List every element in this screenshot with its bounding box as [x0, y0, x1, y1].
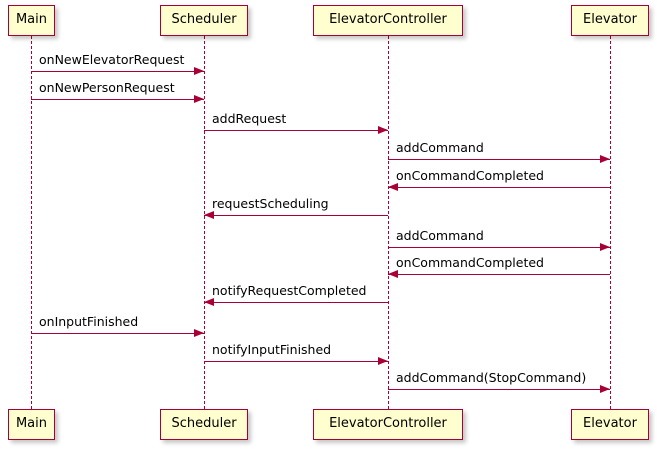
- arrowhead-left-icon: [388, 182, 398, 191]
- message-label: addCommand(StopCommand): [396, 370, 587, 385]
- message-label: onInputFinished: [39, 314, 139, 329]
- message-line: [388, 159, 610, 160]
- arrowhead-right-icon: [378, 356, 388, 365]
- message-label: addCommand: [396, 140, 484, 155]
- arrowhead-right-icon: [600, 154, 610, 163]
- message-label: onCommandCompleted: [396, 255, 544, 270]
- arrowhead-right-icon: [194, 94, 204, 103]
- message-label: addCommand: [396, 228, 484, 243]
- message-label: notifyInputFinished: [212, 342, 332, 357]
- participant-header-elevatorcontroller[interactable]: ElevatorController: [313, 5, 463, 36]
- lifeline-elevator: [610, 36, 611, 409]
- message-line: [31, 99, 204, 100]
- participant-header-scheduler[interactable]: Scheduler: [160, 5, 248, 36]
- arrowhead-right-icon: [194, 66, 204, 75]
- message-line: [31, 71, 204, 72]
- message-line: [388, 187, 610, 188]
- message-line: [204, 302, 388, 303]
- message-line: [388, 247, 610, 248]
- participant-footer-elevator[interactable]: Elevator: [571, 409, 649, 440]
- message-label: onCommandCompleted: [396, 168, 544, 183]
- message-label: requestScheduling: [212, 196, 329, 211]
- message-line: [31, 333, 204, 334]
- participant-footer-elevatorcontroller[interactable]: ElevatorController: [313, 409, 463, 440]
- arrowhead-right-icon: [600, 384, 610, 393]
- message-line: [388, 389, 610, 390]
- arrowhead-right-icon: [378, 125, 388, 134]
- message-line: [388, 274, 610, 275]
- participant-footer-main[interactable]: Main: [8, 409, 55, 440]
- message-label: onNewElevatorRequest: [39, 52, 185, 67]
- arrowhead-left-icon: [204, 297, 214, 306]
- lifeline-main: [31, 36, 32, 409]
- message-line: [204, 361, 388, 362]
- arrowhead-left-icon: [204, 210, 214, 219]
- participant-header-elevator[interactable]: Elevator: [571, 5, 649, 36]
- arrowhead-right-icon: [194, 328, 204, 337]
- message-line: [204, 130, 388, 131]
- participant-header-main[interactable]: Main: [8, 5, 55, 36]
- participant-footer-scheduler[interactable]: Scheduler: [160, 409, 248, 440]
- arrowhead-right-icon: [600, 242, 610, 251]
- message-label: onNewPersonRequest: [39, 80, 175, 95]
- message-label: addRequest: [212, 111, 287, 126]
- message-label: notifyRequestCompleted: [212, 283, 367, 298]
- lifeline-scheduler: [204, 36, 205, 409]
- message-line: [204, 215, 388, 216]
- lifeline-elevatorcontroller: [388, 36, 389, 409]
- arrowhead-left-icon: [388, 269, 398, 278]
